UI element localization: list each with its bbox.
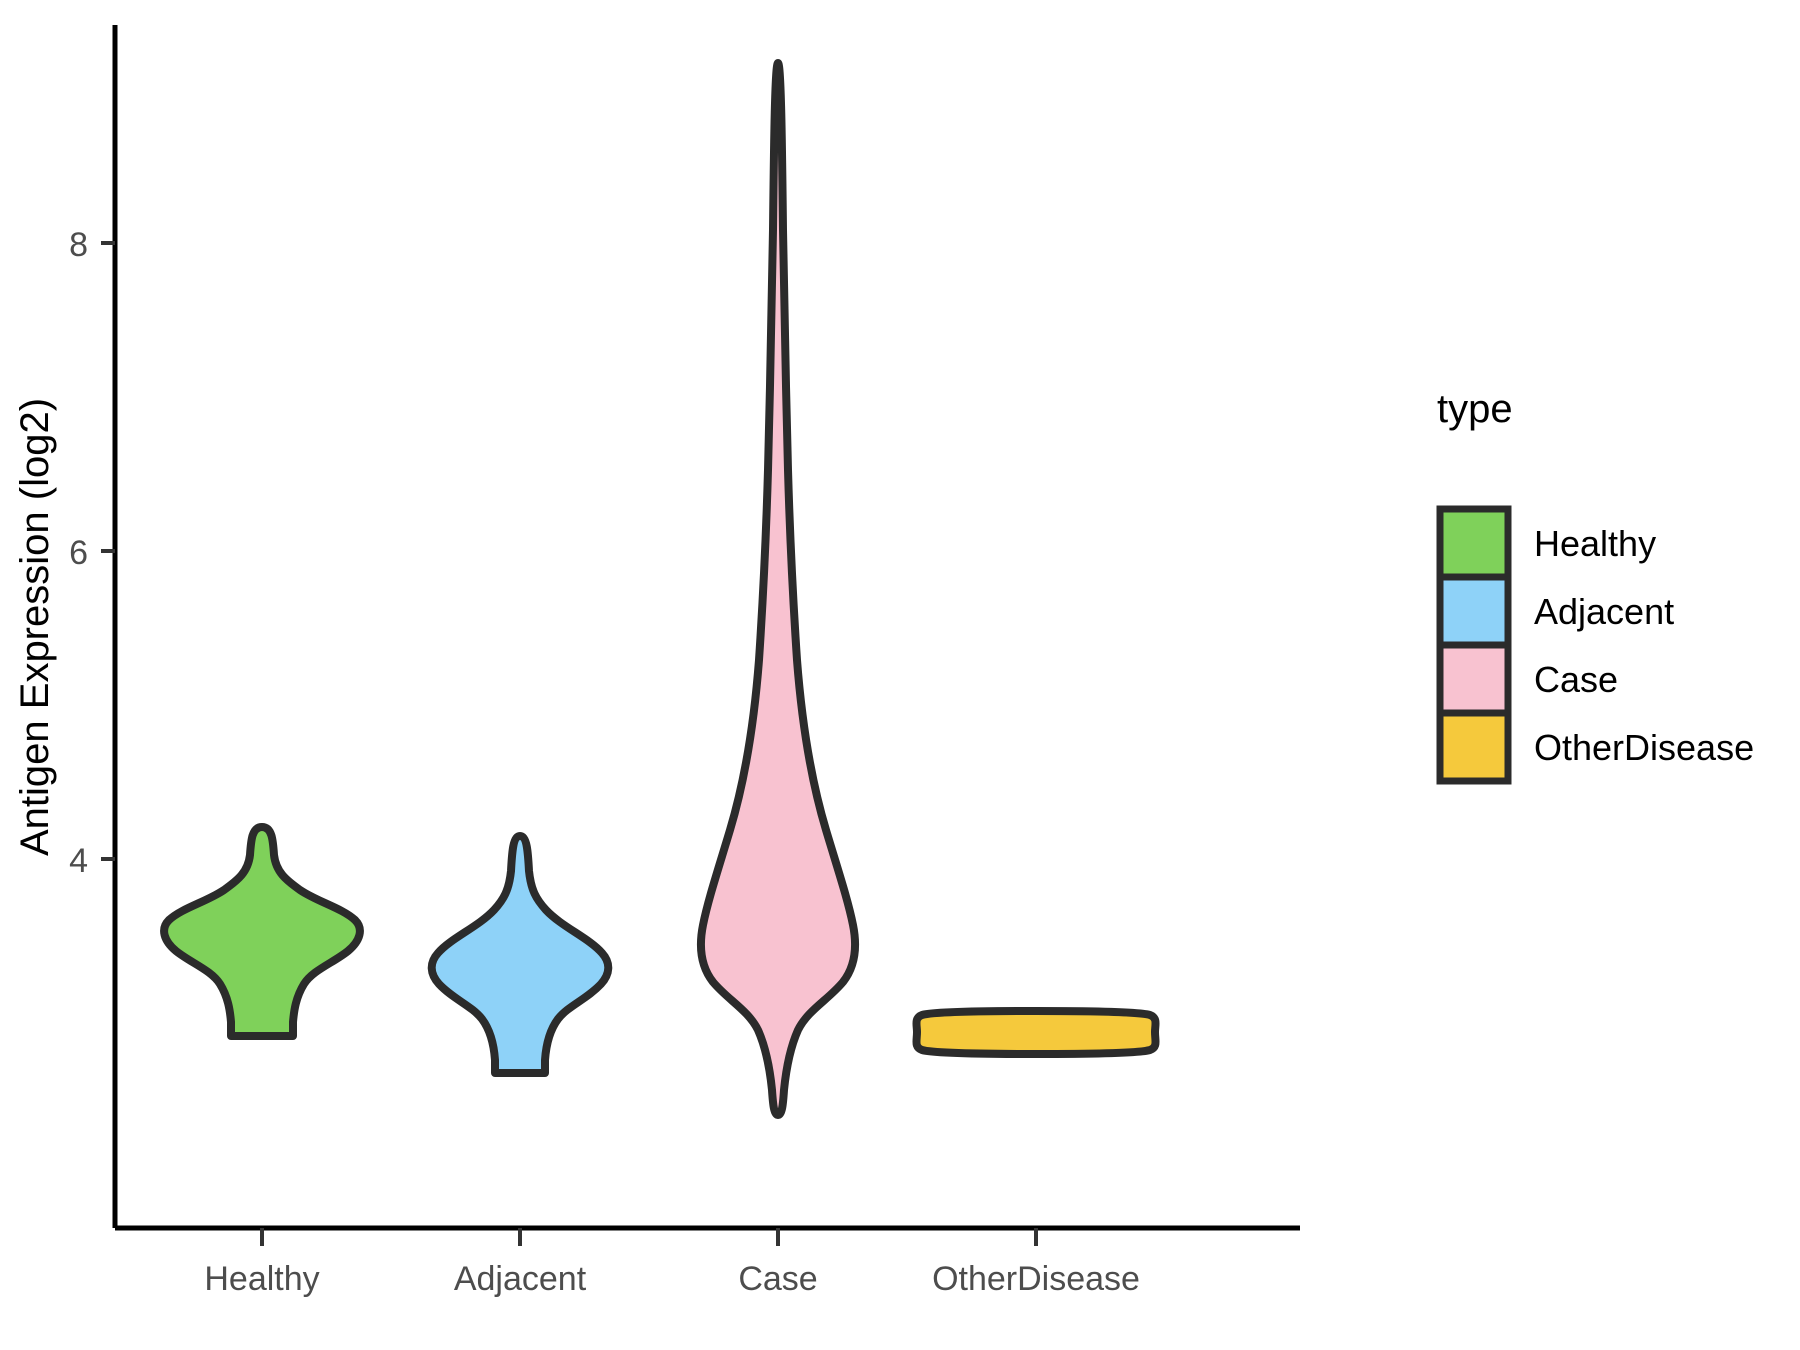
legend-label-case: Case [1534,659,1618,700]
violin-series-group [160,59,1160,1119]
y-axis-title: Antigen Expression (log2) [13,398,57,856]
legend-key-case[interactable] [1436,641,1512,717]
violin-case [696,59,860,1119]
x-axis: Healthy Adjacent Case OtherDisease [115,1225,1300,1298]
x-tick-label-healthy: Healthy [204,1260,319,1298]
y-tick-label-4: 4 [69,842,88,880]
legend-label-otherdisease: OtherDisease [1534,727,1754,768]
legend: type Healthy Adjacent Case OtherDisease [1436,387,1754,785]
legend-label-adjacent: Adjacent [1534,591,1674,632]
legend-title: type [1437,387,1513,431]
x-tick-label-case: Case [738,1260,817,1298]
x-tick-label-adjacent: Adjacent [454,1260,587,1298]
y-axis: 8 6 4 Antigen Expression (log2) [13,25,118,1228]
violin-healthy [160,823,364,1040]
legend-label-healthy: Healthy [1534,523,1656,564]
y-tick-label-6: 6 [69,534,88,572]
violin-otherdisease [912,1007,1160,1058]
legend-key-otherdisease[interactable] [1436,709,1512,785]
violin-adjacent [427,832,613,1077]
legend-key-adjacent[interactable] [1436,573,1512,649]
legend-key-healthy[interactable] [1436,505,1512,581]
x-tick-label-otherdisease: OtherDisease [932,1260,1140,1298]
y-tick-label-8: 8 [69,226,88,264]
